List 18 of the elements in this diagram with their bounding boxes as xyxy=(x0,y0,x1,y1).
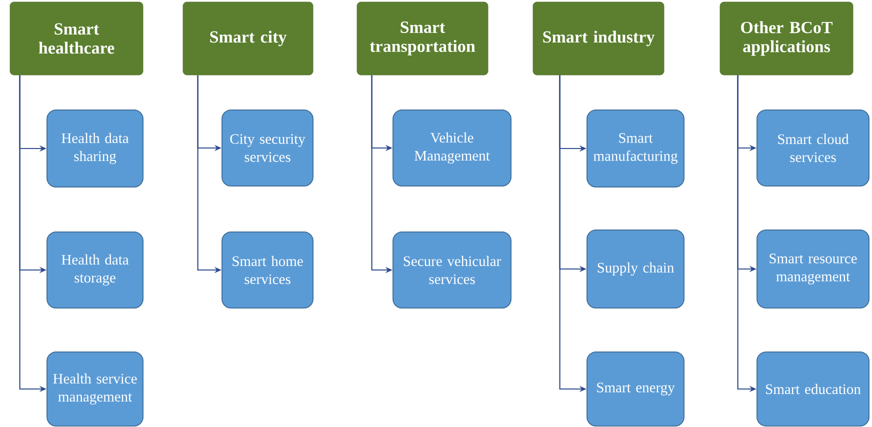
category-box: Smart energy xyxy=(586,352,684,426)
category-box: Health data storage xyxy=(46,232,144,308)
category-box: Supply chain xyxy=(586,230,684,308)
header-box: Smart city xyxy=(182,2,314,76)
header-box: Other BCoT applications xyxy=(720,2,854,76)
category-box: Secure vehicular services xyxy=(392,232,512,308)
header-box: Smart healthcare xyxy=(10,2,144,76)
category-box: Smart resource management xyxy=(756,230,870,308)
category-box: Vehicle Management xyxy=(392,110,512,186)
category-box: Smart home services xyxy=(222,232,314,308)
category-box: Health service management xyxy=(46,352,144,426)
header-box: Smart industry xyxy=(532,2,664,76)
category-box: City security services xyxy=(222,110,314,186)
category-box: Smart education xyxy=(756,352,870,426)
category-box: Smart cloud services xyxy=(756,110,870,186)
header-box: Smart transportation xyxy=(356,2,488,76)
category-box: Smart manufacturing xyxy=(586,110,684,188)
category-box: Health data sharing xyxy=(46,110,144,188)
